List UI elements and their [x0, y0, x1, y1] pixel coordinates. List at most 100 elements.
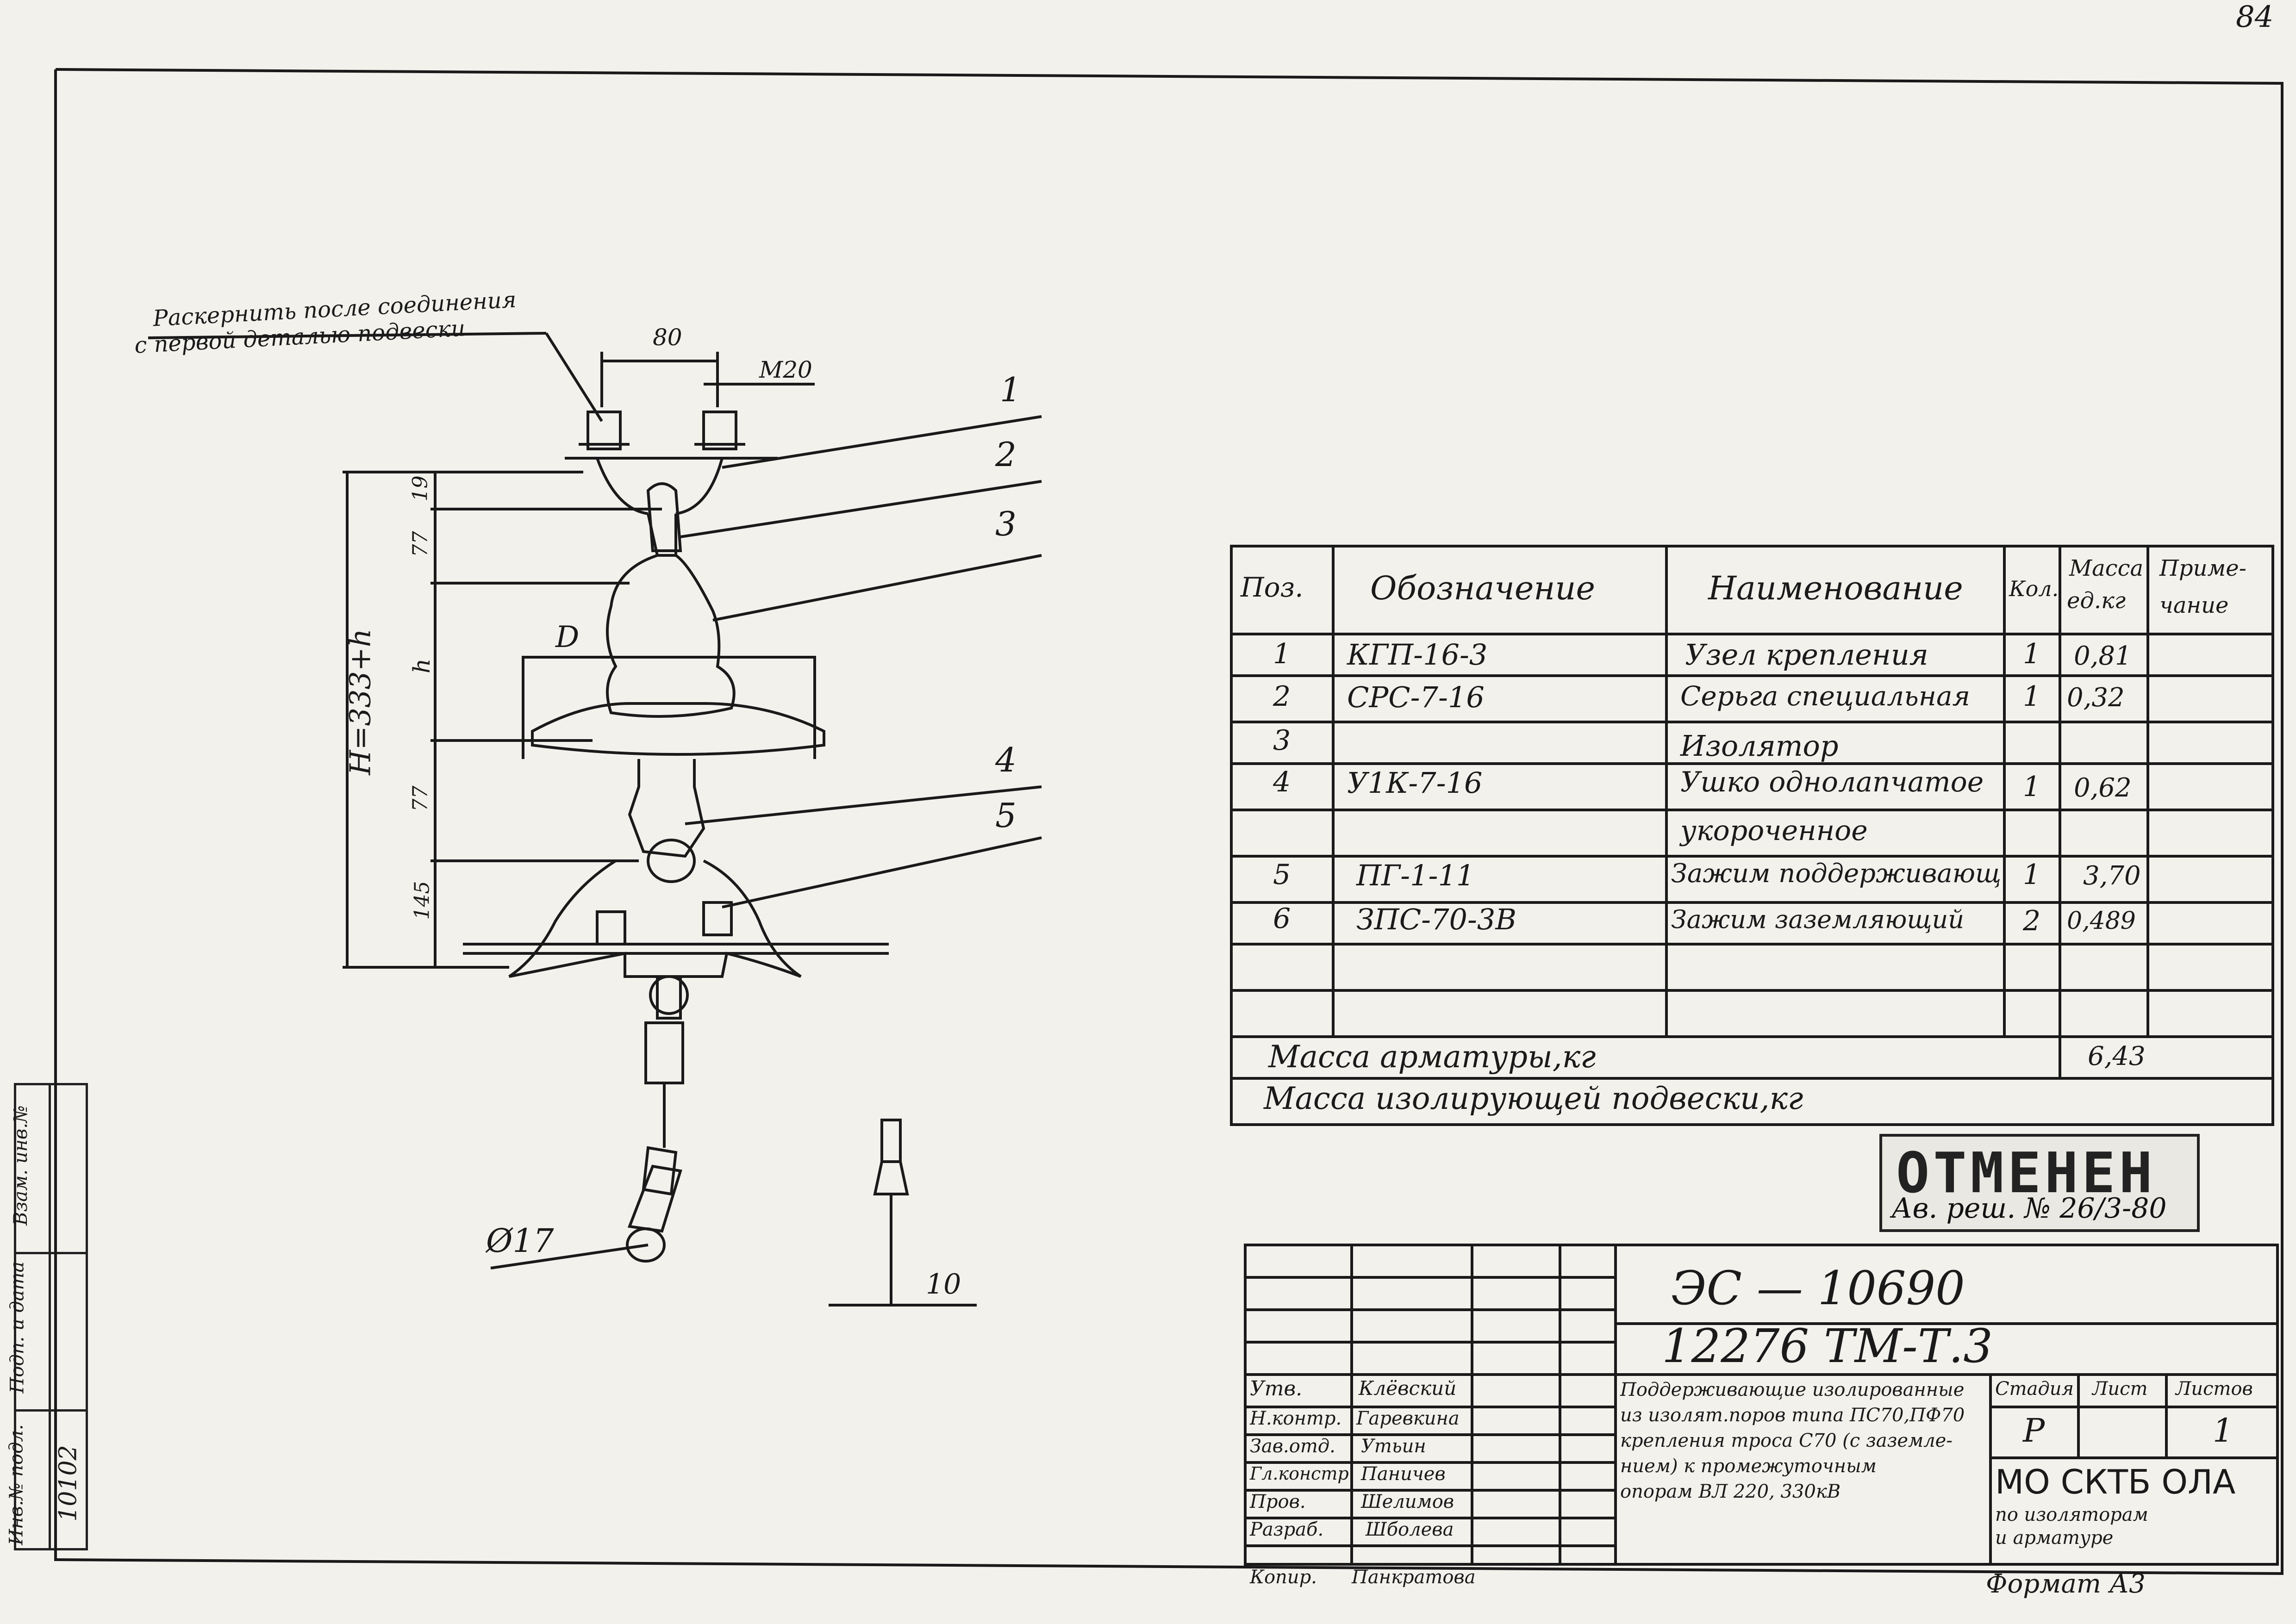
table-row-4-qty: 1: [2023, 771, 2041, 803]
organization-line2: по изоляторам: [1995, 1504, 2148, 1525]
spec-table-grid: [1230, 545, 2274, 1126]
clamp-bolt-left: [596, 910, 626, 946]
role-checked: Пров.: [1250, 1491, 1306, 1512]
header-designation: Обозначение: [1370, 569, 1595, 607]
leader-17: [490, 1244, 649, 1269]
diameter-D-box: [522, 656, 816, 759]
table-row-2-name: Серьга специальная: [1680, 680, 1970, 712]
description-line-3: крепления троса С70 (с заземле-: [1620, 1430, 1953, 1451]
copied-label: Копир.: [1250, 1567, 1317, 1588]
header-qty: Кол.: [2009, 576, 2059, 601]
table-row-2-pos: 2: [1273, 680, 1291, 713]
leader-3: [712, 554, 1042, 622]
table-row-5-designation: ПГ-1-11: [1356, 859, 1475, 892]
document-code-1: ЭС — 10690: [1671, 1261, 1965, 1315]
name-head-dept: Утьин: [1361, 1436, 1426, 1457]
format-label: Формат А3: [1986, 1569, 2146, 1599]
title-block-grid: [1244, 1244, 2279, 1566]
document-code-2: 12276 ТМ-Т.3: [1662, 1319, 1993, 1373]
grounding-lug: [642, 1146, 678, 1196]
table-row-6-mass: 0,489: [2067, 907, 2136, 935]
dim-145-label: 145: [410, 881, 434, 920]
header-pos: Поз.: [1241, 572, 1304, 603]
table-row-5-name: Зажим поддерживающ: [1671, 859, 2002, 889]
clamp-bolt-right: [702, 901, 733, 936]
suspension-clamp: [508, 859, 802, 978]
table-row-4-name: Ушко однолапчатое: [1680, 766, 1984, 798]
header-note-l2: чание: [2159, 592, 2229, 618]
description-line-4: нием) к промежуточным: [1620, 1456, 1877, 1477]
table-row-4-designation: У1К-7-16: [1347, 766, 1483, 800]
header-mass-l1: Масса: [2069, 555, 2144, 581]
insulator-pin: [628, 759, 705, 858]
side-strip: Взам. инв.№ Подп. и дата Инв.№ подл. 101…: [6, 1083, 88, 1550]
table-row-2-qty: 1: [2023, 680, 2041, 713]
table-row-5-qty: 1: [2023, 859, 2041, 891]
table-row-2-designation: СРС-7-16: [1347, 680, 1485, 714]
table-row-4b-name: укороченное: [1680, 815, 1868, 847]
header-note-l1: Приме-: [2159, 555, 2246, 581]
sheet-label: Лист: [2092, 1378, 2148, 1400]
leader-1: [722, 415, 1042, 469]
table-row-6-name: Зажим заземляющий: [1671, 905, 1965, 934]
table-row-6-designation: ЗПС-70-3В: [1356, 902, 1516, 936]
dim-77-top-label: 77: [408, 531, 432, 557]
leader-4: [685, 785, 1042, 825]
insulator-cap: [606, 554, 736, 718]
stage-label: Стадия: [1995, 1378, 2074, 1400]
diameter-17-label: Ø17: [486, 1222, 554, 1260]
total-armature-label: Масса арматуры,кг: [1268, 1039, 1596, 1075]
role-chief-designer: Гл.констр.: [1250, 1463, 1354, 1484]
table-row-6-qty: 2: [2023, 905, 2041, 937]
table-row-2-mass: 0,32: [2067, 683, 2125, 713]
header-mass-l2: ед.кг: [2067, 588, 2126, 614]
table-row-3-pos: 3: [1273, 724, 1291, 757]
total-armature-value: 6,43: [2088, 1041, 2146, 1071]
table-row-1-name: Узел крепления: [1685, 638, 1928, 672]
bolt-right: [702, 411, 737, 450]
clevis-bracket: [596, 457, 724, 557]
organization-line3: и арматуре: [1995, 1527, 2114, 1549]
table-row-1-designation: КГП-16-3: [1347, 638, 1488, 672]
role-developed: Разраб.: [1250, 1519, 1324, 1540]
ear-eye: [647, 839, 696, 883]
table-row-1-pos: 1: [1273, 638, 1291, 670]
insulator-disc: [531, 702, 825, 756]
name-checked: Шелимов: [1361, 1491, 1454, 1512]
thread-label: М20: [759, 356, 812, 383]
role-norm-control: Н.контр.: [1250, 1408, 1342, 1429]
header-name: Наименование: [1708, 569, 1963, 607]
table-row-1-qty: 1: [2023, 638, 2041, 670]
cancelled-stamp: ОТМЕНЕН Ав. реш. № 26/3-80: [1879, 1134, 2200, 1232]
stamp-subtext: Ав. реш. № 26/3-80: [1891, 1192, 2167, 1225]
name-norm-control: Гаревкина: [1356, 1408, 1460, 1429]
callout-2: 2: [995, 435, 1017, 474]
diameter-D-label: D: [555, 620, 580, 654]
dim-80-label: 80: [653, 324, 682, 351]
dim-77-bottom-label: 77: [408, 785, 432, 812]
organization-name: МО СКТБ ОЛА: [1995, 1462, 2236, 1501]
table-row-4-pos: 4: [1273, 766, 1291, 798]
dim-19-label: 19: [408, 475, 432, 502]
grounding-link: [656, 977, 682, 1020]
leader-5: [722, 836, 1042, 908]
callout-1: 1: [1000, 370, 1021, 409]
name-approved: Клёвский: [1359, 1377, 1457, 1400]
callout-4: 4: [995, 740, 1017, 779]
table-row-1-mass: 0,81: [2074, 641, 2132, 671]
callout-5: 5: [995, 796, 1017, 835]
description-line-2: из изолят.поров типа ПС70,ПФ70: [1620, 1405, 1965, 1426]
page-number: 84: [2236, 0, 2274, 34]
stage-value: Р: [2023, 1412, 2045, 1450]
dim-H-label: H=333+h: [343, 628, 377, 775]
name-chief-designer: Паничев: [1361, 1463, 1446, 1485]
table-row-5-pos: 5: [1273, 859, 1291, 891]
leader-2: [680, 480, 1042, 538]
role-approved: Утв.: [1250, 1377, 1303, 1400]
dim-h-label: h: [408, 658, 436, 674]
shackle: [646, 482, 682, 552]
copied-name: Панкратова: [1352, 1567, 1476, 1588]
cable-detail: [880, 1119, 902, 1163]
grounding-conductor: [644, 1021, 684, 1084]
